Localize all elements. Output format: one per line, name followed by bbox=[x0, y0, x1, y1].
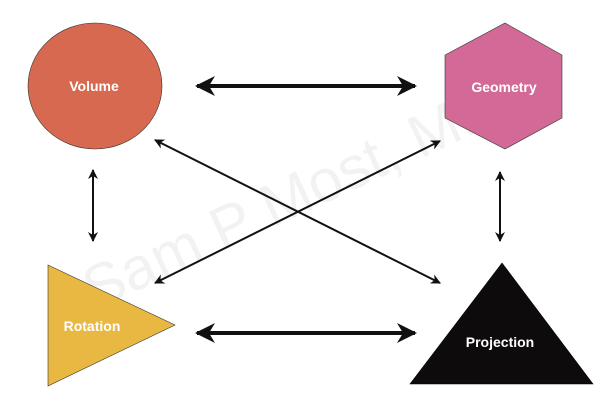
node-projection: Projection bbox=[409, 262, 594, 385]
node-volume: Volume bbox=[27, 22, 163, 150]
node-geometry: Geometry bbox=[444, 22, 563, 150]
geometry-label: Geometry bbox=[471, 79, 537, 95]
volume-label: Volume bbox=[69, 78, 119, 94]
arrow-geometry-rotation bbox=[154, 140, 441, 284]
rotation-label: Rotation bbox=[64, 318, 121, 334]
projection-label: Projection bbox=[466, 334, 534, 350]
node-rotation: Rotation bbox=[47, 264, 176, 387]
